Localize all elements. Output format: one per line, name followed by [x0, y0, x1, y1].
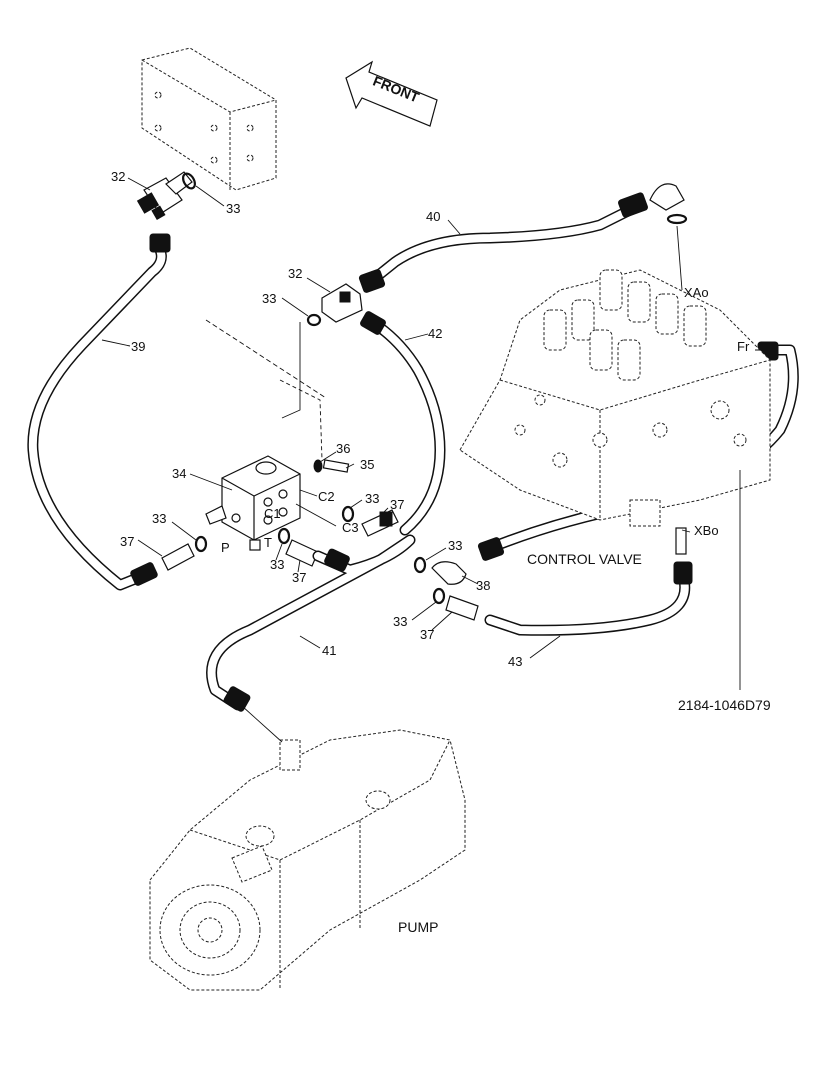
callout-37-lower: 37	[420, 627, 435, 642]
fitting-32-middle	[306, 283, 363, 327]
fitting-32-top	[136, 171, 196, 221]
hose-40	[358, 183, 688, 293]
hose-43	[432, 527, 693, 636]
pump-label: PUMP	[398, 919, 439, 935]
control-valve-drawing	[459, 269, 771, 527]
callout-38: 38	[476, 578, 491, 593]
fitting-37-left	[161, 535, 208, 571]
drawing-number: 2184-1046D79	[678, 697, 771, 713]
callout-33-middle: 33	[262, 291, 277, 306]
callout-33-left: 33	[152, 511, 167, 526]
port-label-c2: C2	[318, 489, 335, 504]
port-label-p: P	[221, 540, 230, 555]
hose-42	[360, 311, 446, 536]
port-label-c3: C3	[342, 520, 359, 535]
elbow-38	[413, 556, 467, 585]
mounting-guides	[205, 319, 327, 461]
callout-37-t: 37	[292, 570, 307, 585]
pump-drawing	[149, 729, 466, 991]
callout-37-c3: 37	[390, 497, 405, 512]
callout-43: 43	[508, 654, 523, 669]
callout-32-top: 32	[111, 169, 126, 184]
port-label-t: T	[264, 535, 272, 550]
callout-37-left: 37	[120, 534, 135, 549]
port-label-xao: XAo	[684, 285, 709, 300]
callout-34: 34	[172, 466, 187, 481]
callout-41: 41	[322, 643, 337, 658]
callout-40: 40	[426, 209, 441, 224]
callout-33-top: 33	[226, 201, 241, 216]
front-arrow-icon	[345, 60, 438, 127]
fitting-37-c3	[341, 505, 399, 537]
fitting-37-t	[277, 527, 319, 567]
callout-33-c2: 33	[365, 491, 380, 506]
bolt-35-washer-36	[313, 459, 350, 473]
callout-33-elbow: 33	[448, 538, 463, 553]
leader-lines	[101, 177, 772, 743]
callout-39: 39	[131, 339, 146, 354]
port-label-c1: C1	[264, 506, 281, 521]
callout-42: 42	[428, 326, 443, 341]
callout-36: 36	[336, 441, 351, 456]
hose-39	[27, 233, 171, 591]
hose-41	[206, 534, 416, 712]
valve-block-34	[205, 455, 301, 551]
control-valve-label: CONTROL VALVE	[527, 551, 642, 567]
port-label-fr: Fr	[737, 339, 750, 354]
callout-33-t: 33	[270, 557, 285, 572]
remote-block	[141, 47, 277, 191]
port-label-xbo: XBo	[694, 523, 719, 538]
callout-33-lower: 33	[393, 614, 408, 629]
callout-35: 35	[360, 457, 375, 472]
callout-32-middle: 32	[288, 266, 303, 281]
